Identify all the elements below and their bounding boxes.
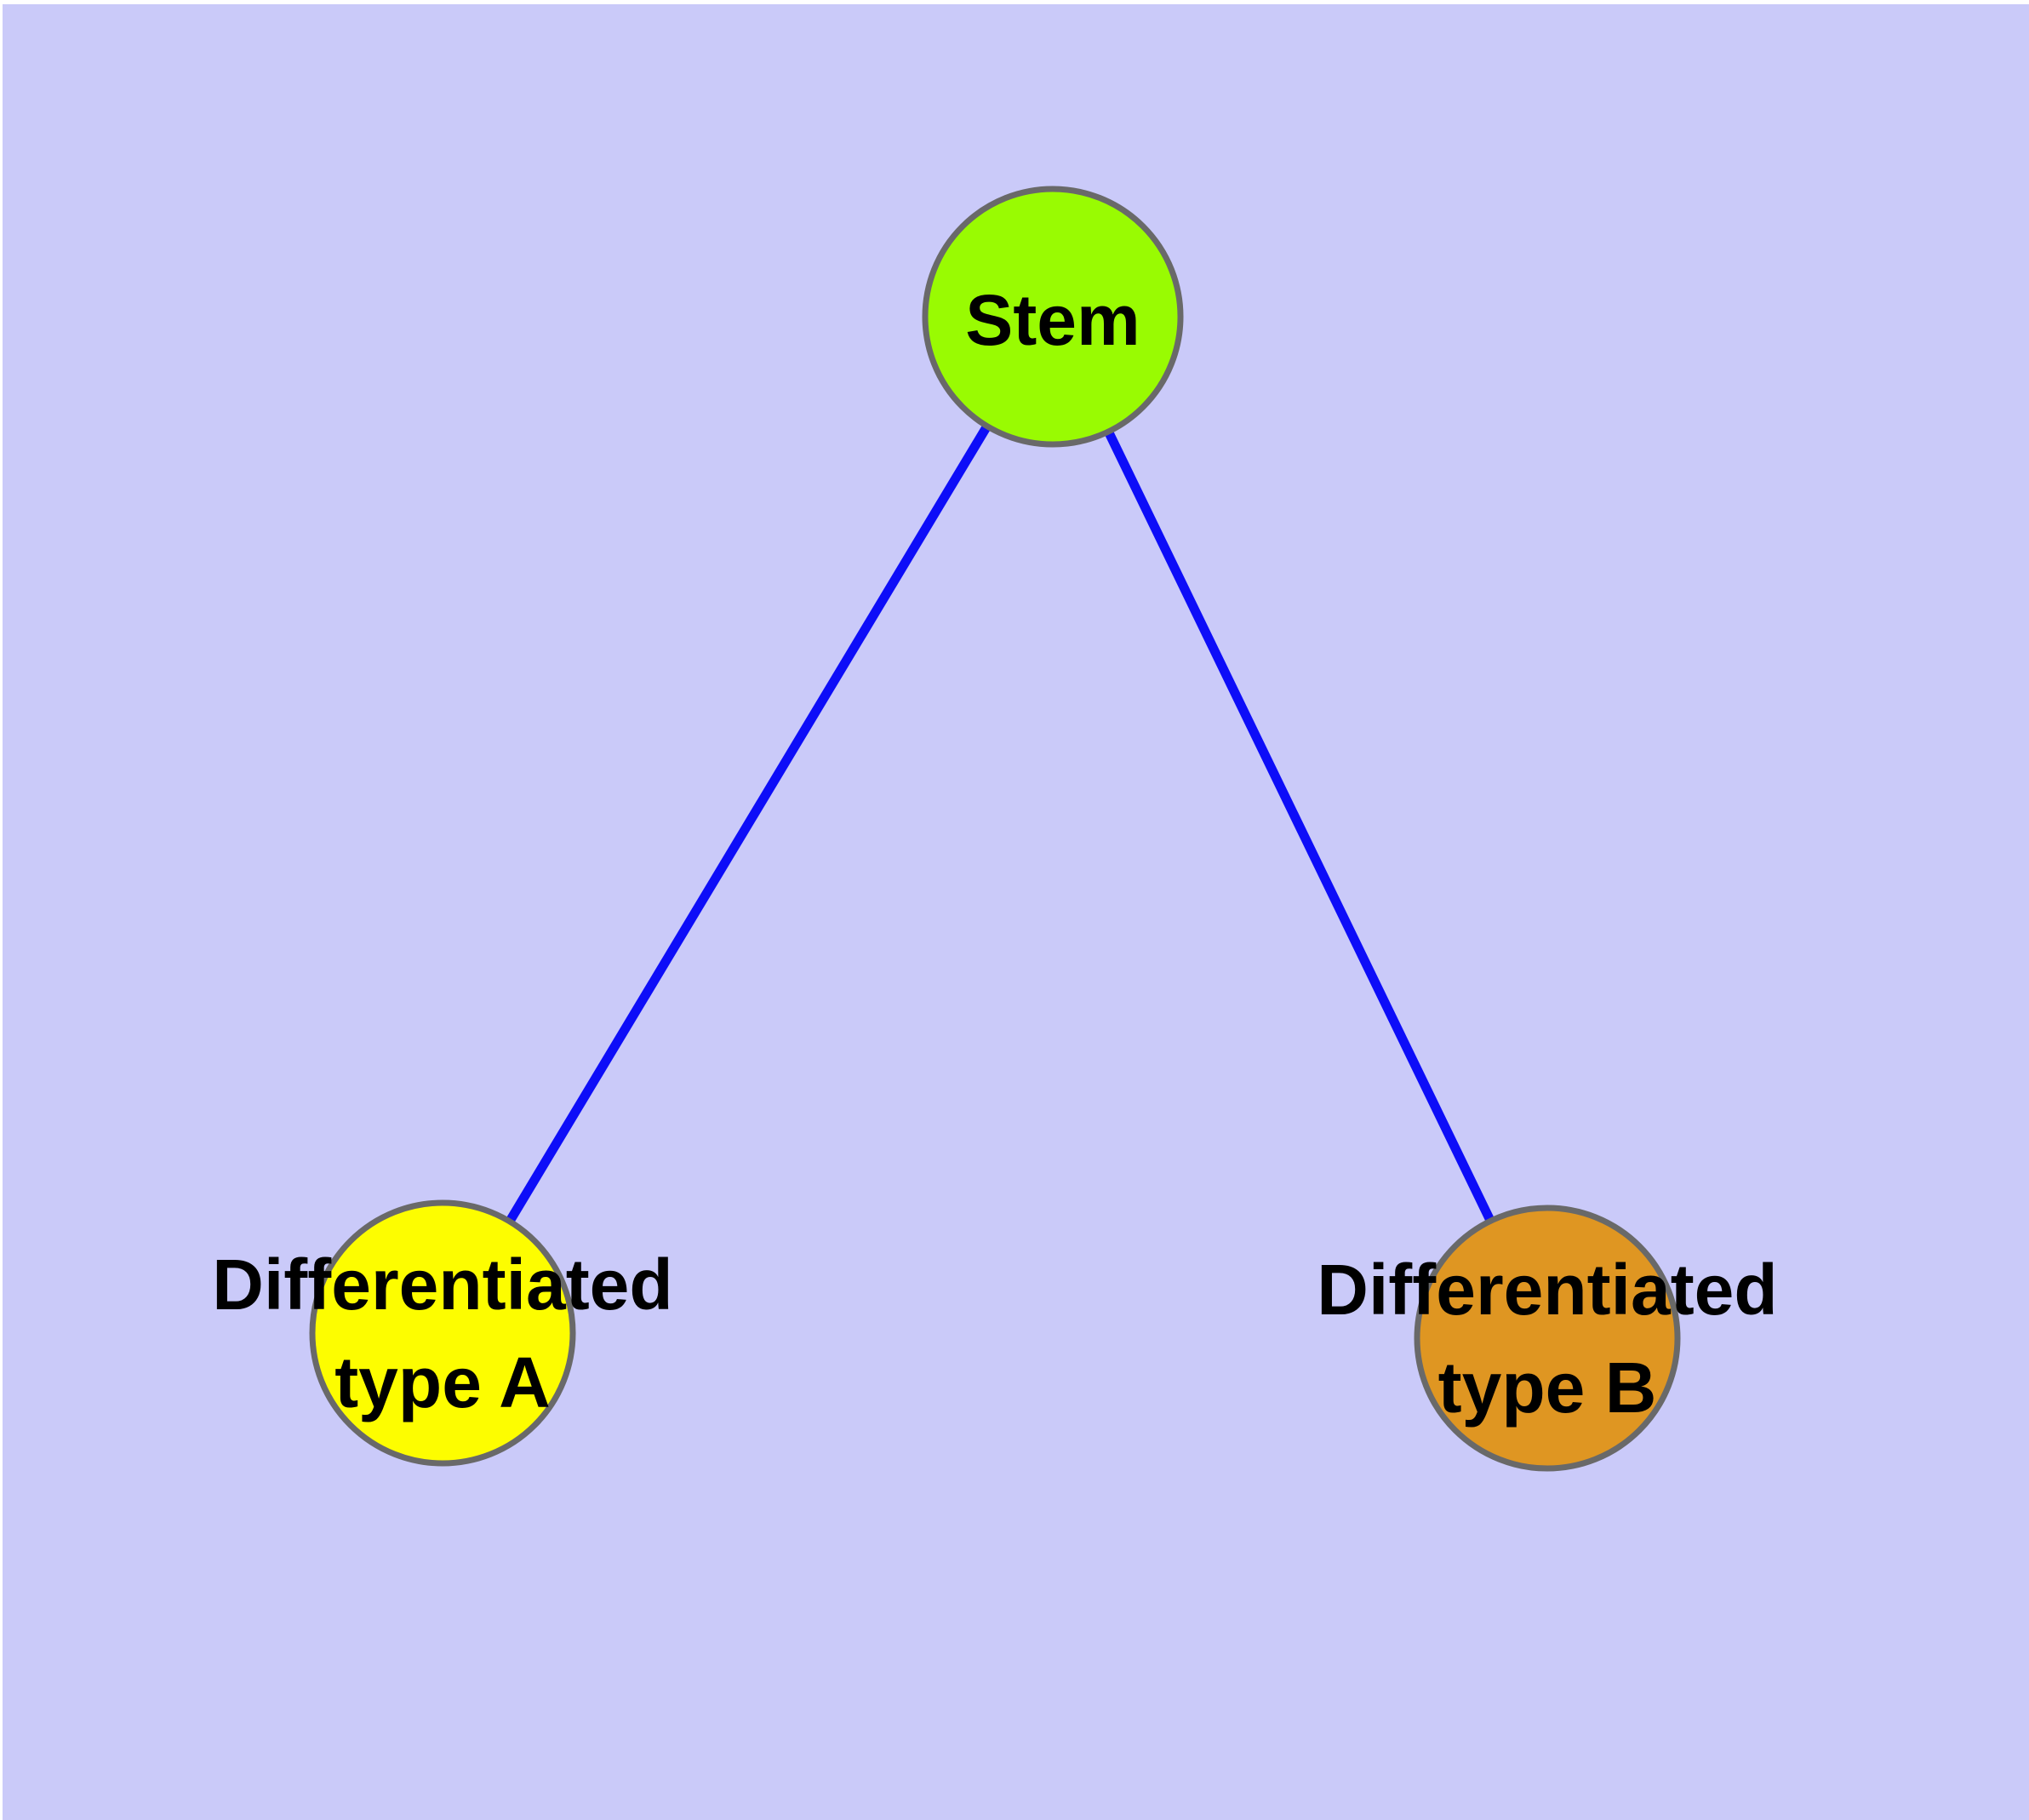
node-type-b-label-line1: Differentiated <box>1317 1250 1777 1330</box>
node-stem-label: Stem <box>965 280 1140 360</box>
node-type-a-label-line1: Differentiated <box>212 1245 672 1325</box>
node-differentiated-type-b <box>1414 1205 1681 1472</box>
node-stem <box>922 186 1184 448</box>
edge-stem-to-type-a <box>438 314 1057 1336</box>
node-type-a-label-line2: type A <box>334 1342 551 1422</box>
node-differentiated-type-a <box>309 1199 576 1467</box>
node-type-b-label-line2: type B <box>1438 1348 1657 1428</box>
edge-stem-to-type-b <box>1049 314 1552 1341</box>
